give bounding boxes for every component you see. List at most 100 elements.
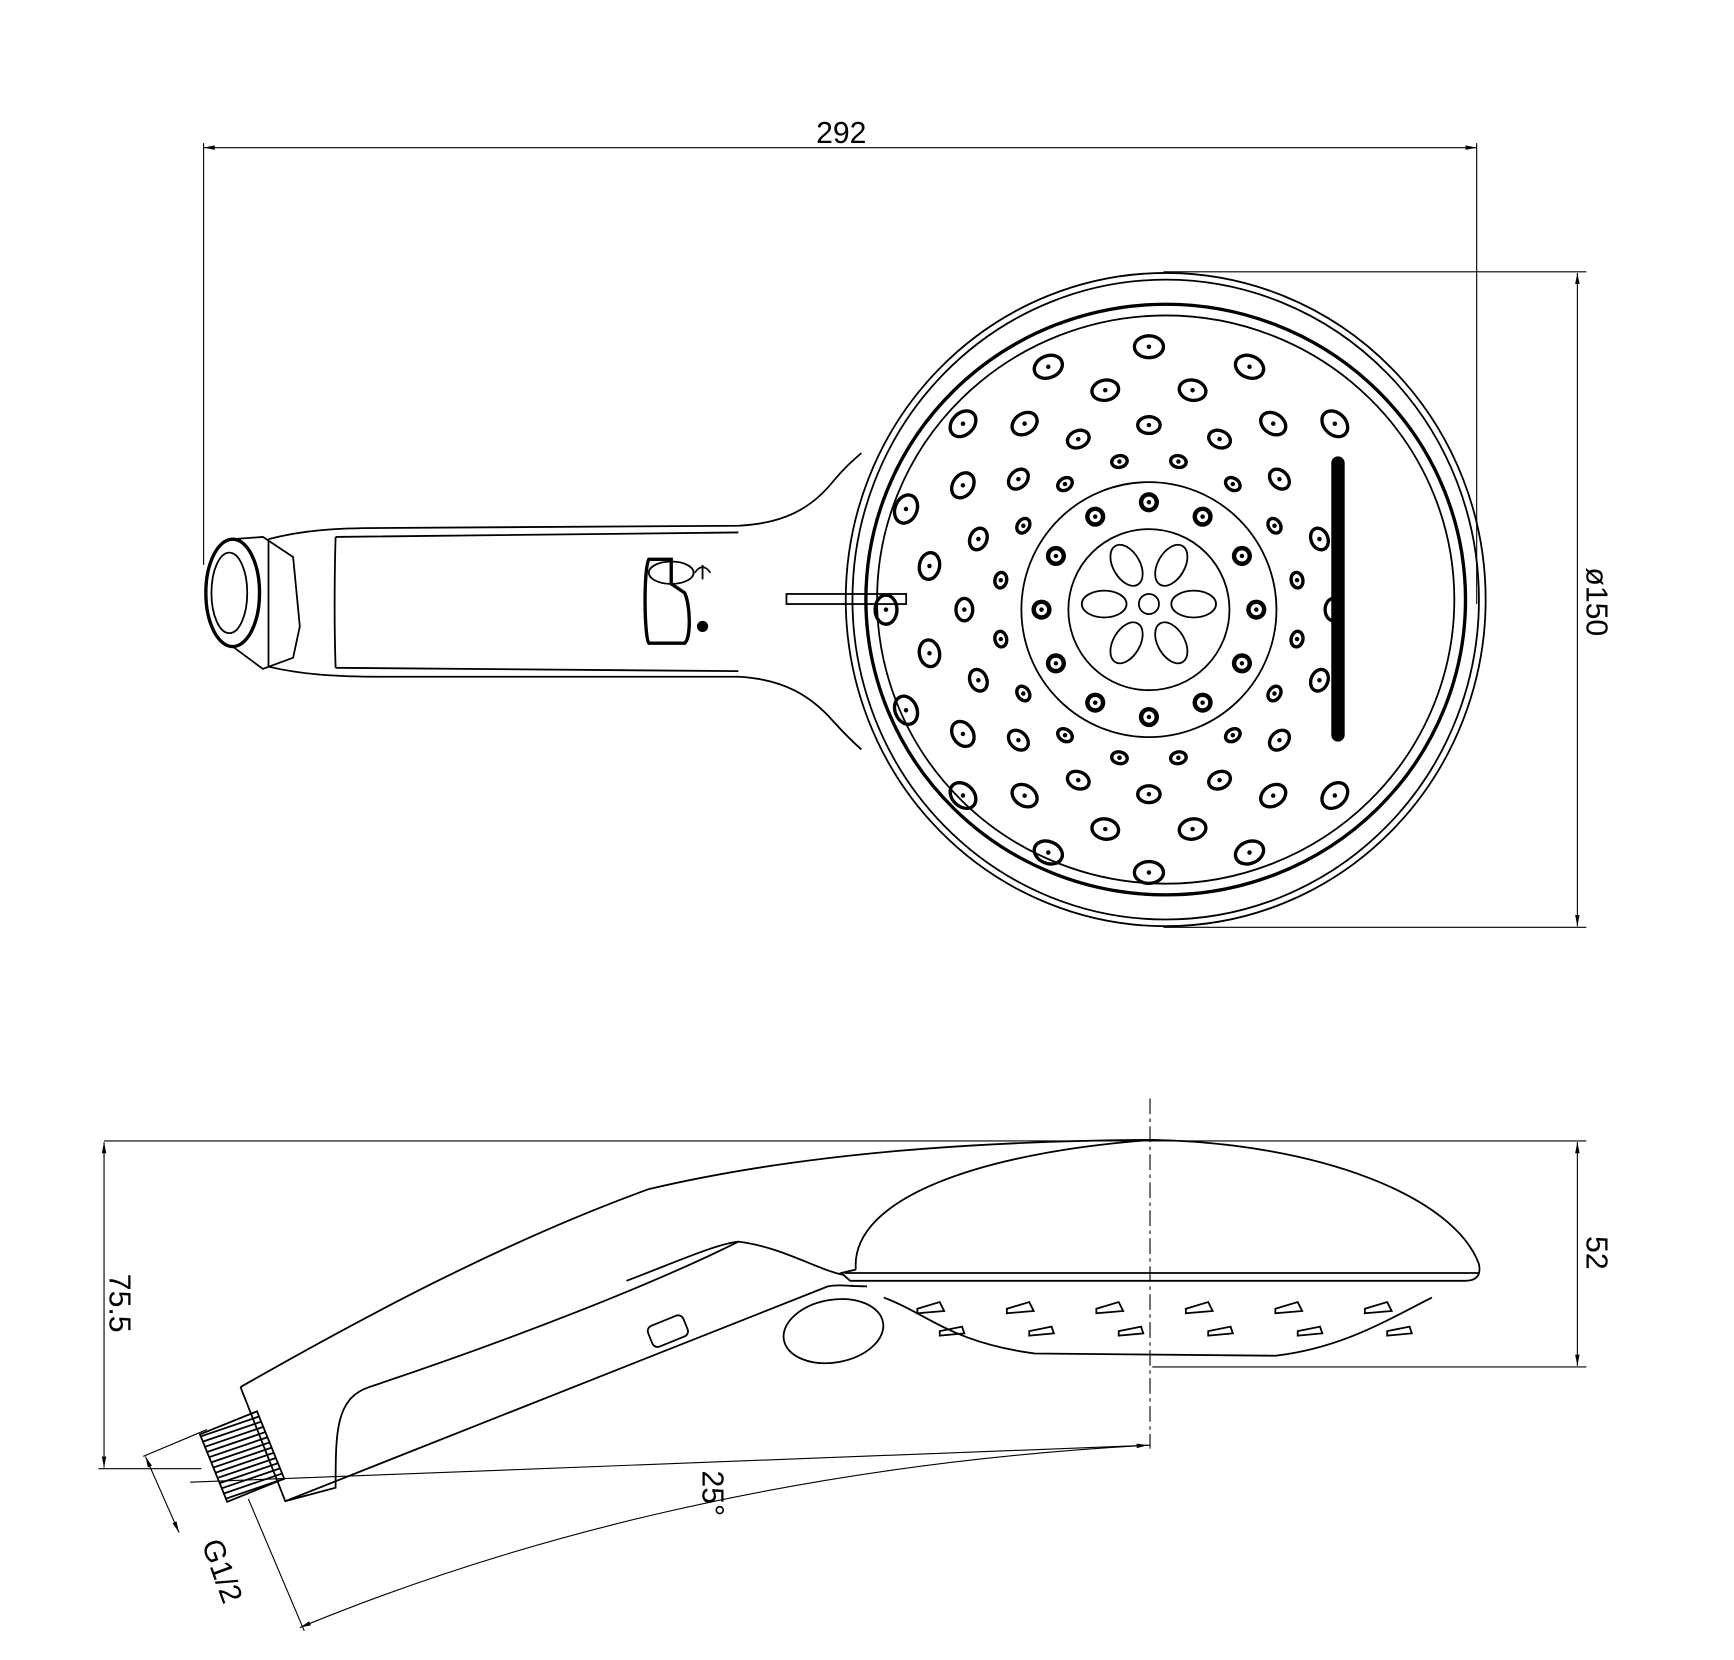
nozzle	[1138, 492, 1159, 513]
nozzle	[1168, 750, 1188, 766]
thickness-label: 52	[1579, 1236, 1612, 1270]
side-nozzle	[1005, 1300, 1036, 1315]
dimension-thickness: 52	[104, 1140, 1612, 1368]
nozzle	[1010, 410, 1039, 437]
side-nozzle	[1117, 1325, 1145, 1337]
thread-ridge	[221, 1467, 281, 1490]
center-nozzle	[1154, 621, 1189, 665]
nozzle	[1246, 599, 1267, 620]
nozzle	[1320, 780, 1350, 811]
nozzle	[1110, 750, 1129, 766]
thread-ridge	[219, 1462, 279, 1484]
side-nozzle	[1363, 1300, 1394, 1315]
nozzle	[892, 493, 920, 525]
dimension-height: 75.5	[98, 1142, 202, 1470]
side-nozzle	[1296, 1325, 1324, 1337]
nozzle	[1168, 453, 1188, 470]
nozzle	[1032, 353, 1065, 380]
nozzle	[967, 526, 989, 552]
nozzle	[1056, 475, 1074, 493]
nozzle	[1136, 415, 1162, 436]
thread-ridge	[204, 1426, 264, 1448]
nozzle	[1065, 769, 1091, 791]
side-view: 52 75.5 25° G1/2	[98, 1098, 1612, 1632]
nozzle	[1207, 769, 1233, 791]
center-nozzle	[1080, 589, 1128, 619]
dimension-angle: 25°	[190, 1443, 1151, 1632]
side-nozzle	[916, 1300, 946, 1315]
nozzle	[949, 719, 976, 749]
nozzle	[1233, 353, 1266, 380]
nozzle	[1192, 506, 1213, 527]
nozzle	[1065, 428, 1091, 450]
nozzle	[1259, 782, 1288, 809]
dimension-length: 292	[203, 117, 1478, 605]
center-nozzle	[1109, 621, 1144, 665]
nozzle	[1132, 859, 1166, 886]
top-view: 292 ø150	[203, 117, 1612, 928]
nozzle	[1056, 726, 1074, 744]
side-nozzle	[1028, 1325, 1056, 1337]
nozzle	[1308, 667, 1330, 693]
side-nozzle	[1095, 1300, 1125, 1315]
hanging-loop	[782, 1298, 885, 1365]
nozzle	[917, 638, 942, 669]
nozzle	[1136, 784, 1162, 805]
thread-ridge	[223, 1472, 283, 1495]
thread-ridge	[217, 1457, 277, 1479]
nozzle	[948, 409, 978, 439]
diameter-label: ø150	[1579, 567, 1612, 636]
nozzle	[1259, 410, 1288, 437]
hose-connector	[204, 536, 301, 670]
nozzle	[1032, 839, 1065, 866]
thread-ridge	[210, 1441, 270, 1464]
nozzle	[1323, 596, 1344, 623]
nozzle-array	[873, 334, 1350, 886]
nozzle	[1177, 378, 1208, 403]
length-label: 292	[816, 117, 866, 150]
thread-label: G1/2	[195, 1535, 248, 1608]
center-nozzle	[1170, 589, 1217, 619]
nozzle	[1192, 692, 1213, 713]
nozzle	[873, 593, 899, 626]
thread-ridge	[213, 1446, 272, 1469]
nozzle	[967, 667, 989, 693]
nozzle	[993, 570, 1009, 590]
nozzle	[1223, 475, 1242, 493]
nozzle	[1233, 839, 1266, 866]
spray-head	[844, 272, 1487, 928]
nozzle	[1010, 782, 1039, 809]
nozzle	[892, 694, 920, 726]
side-button	[646, 1314, 689, 1348]
nozzle	[1085, 692, 1106, 713]
dimension-thread: G1/2	[142, 1429, 248, 1608]
center-nozzle	[1109, 543, 1144, 587]
shower-mode-icon	[693, 564, 712, 580]
nozzle	[1110, 453, 1129, 470]
nozzle	[1015, 684, 1032, 703]
thread-ridge	[200, 1415, 260, 1438]
nozzle	[1090, 817, 1121, 841]
nozzle	[954, 596, 975, 623]
spray-mode-icon	[696, 620, 709, 633]
nozzle	[1177, 817, 1208, 841]
side-nozzle	[1274, 1300, 1304, 1315]
side-nozzle	[1184, 1300, 1215, 1315]
nozzle	[1267, 728, 1292, 752]
nozzle	[1085, 506, 1106, 527]
nozzle	[1138, 706, 1159, 728]
nozzle	[1090, 378, 1121, 403]
nozzle	[1223, 726, 1242, 744]
dimension-diameter: ø150	[1163, 271, 1612, 928]
side-nozzle	[1386, 1325, 1414, 1337]
nozzle	[1207, 428, 1233, 450]
nozzle	[949, 471, 976, 500]
nozzle	[1015, 516, 1032, 535]
nozzle	[948, 780, 978, 811]
center-nozzle	[1154, 543, 1189, 587]
mode-button	[643, 557, 712, 645]
side-nozzles	[916, 1300, 1414, 1337]
nozzle	[1031, 599, 1052, 620]
nozzle	[1308, 526, 1330, 552]
